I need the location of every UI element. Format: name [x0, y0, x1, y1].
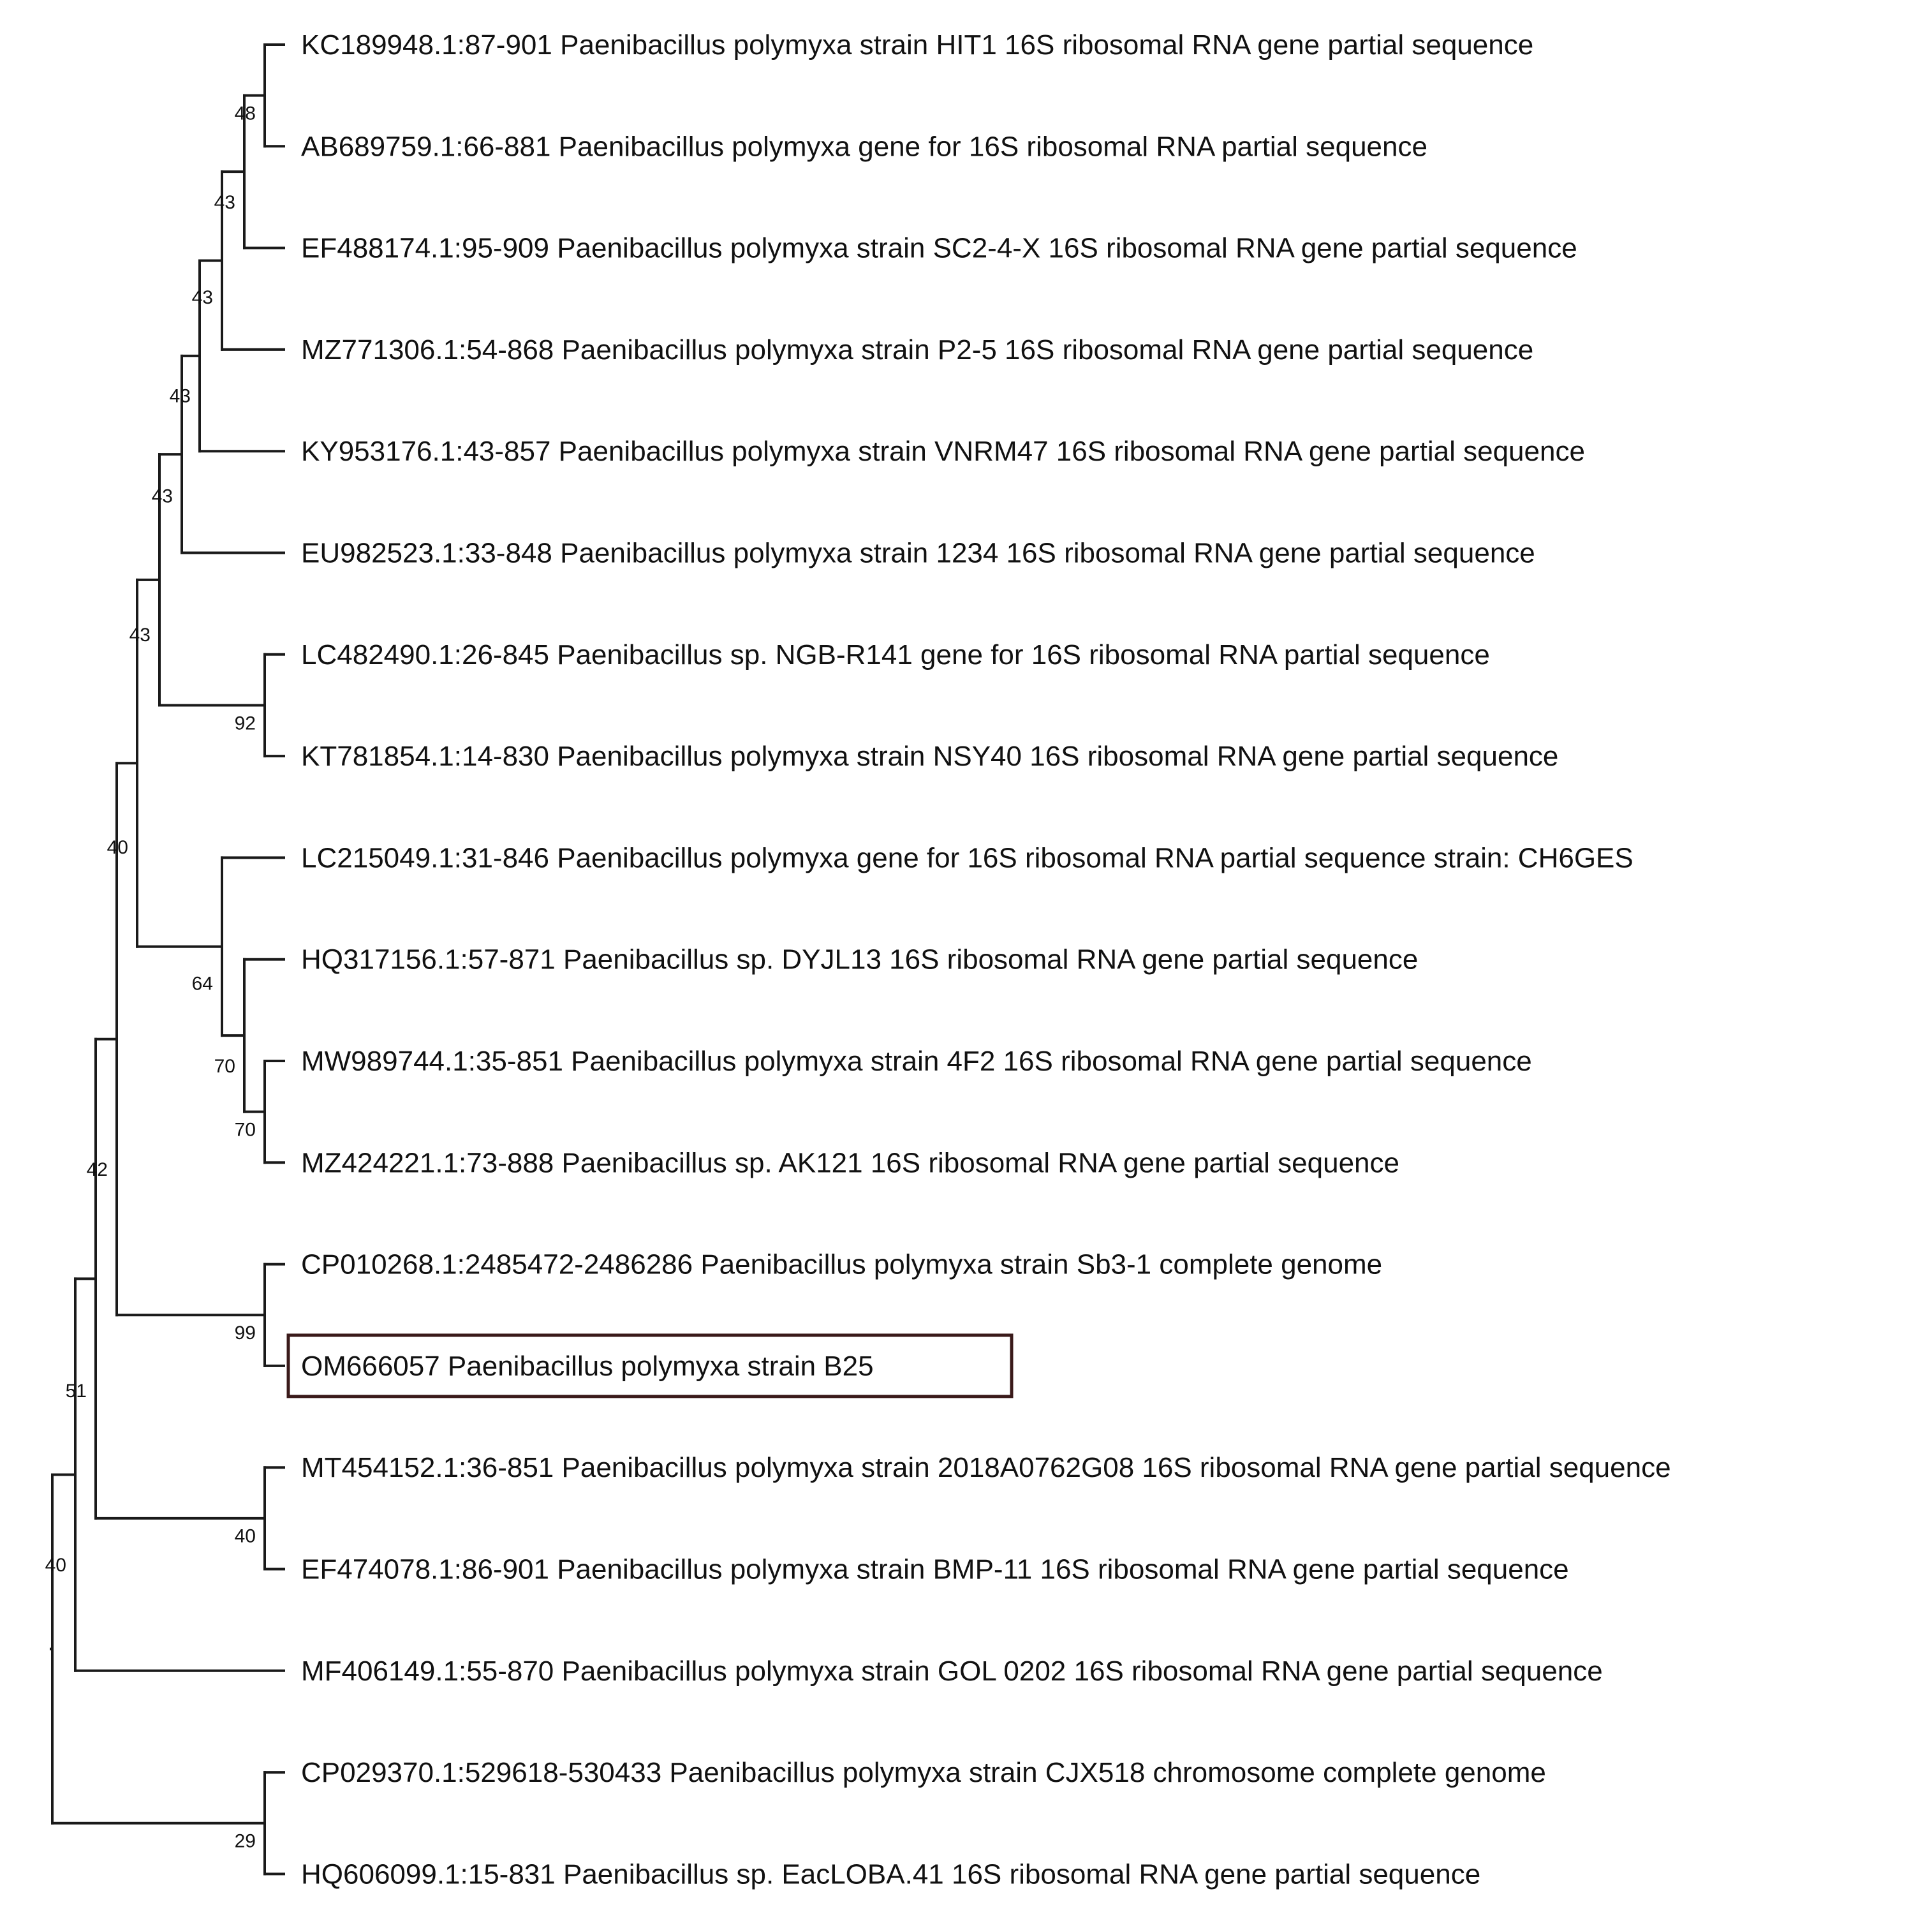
highlighted-taxon-label: OM666057 Paenibacillus polymyxa strain B…: [301, 1351, 874, 1382]
bootstrap-value: 40: [45, 1555, 66, 1576]
taxon-label: HQ317156.1:57-871 Paenibacillus sp. DYJL…: [301, 944, 1418, 975]
taxon-label: CP010268.1:2485472-2486286 Paenibacillus…: [301, 1249, 1382, 1280]
taxon-label: MT454152.1:36-851 Paenibacillus polymyxa…: [301, 1452, 1671, 1483]
bootstrap-value: 43: [129, 625, 151, 646]
bootstrap-value: 64: [192, 973, 213, 994]
bootstrap-value: 48: [235, 103, 256, 124]
taxon-label: HQ606099.1:15-831 Paenibacillus sp. EacL…: [301, 1858, 1480, 1890]
bootstrap-value: 43: [192, 287, 213, 308]
taxon-label: EF474078.1:86-901 Paenibacillus polymyxa…: [301, 1554, 1569, 1585]
bootstrap-value: 43: [152, 486, 173, 507]
bootstrap-value: 70: [235, 1119, 256, 1140]
taxon-label: KT781854.1:14-830 Paenibacillus polymyxa…: [301, 741, 1558, 772]
bootstrap-value: 51: [66, 1381, 87, 1402]
bootstrap-value: 43: [170, 386, 191, 407]
taxon-label: MZ424221.1:73-888 Paenibacillus sp. AK12…: [301, 1147, 1399, 1178]
taxon-label: MF406149.1:55-870 Paenibacillus polymyxa…: [301, 1656, 1603, 1687]
taxon-label: KY953176.1:43-857 Paenibacillus polymyxa…: [301, 436, 1585, 467]
bootstrap-value: 29: [235, 1831, 256, 1852]
bootstrap-values: 40 51 42 40 43 43 43 43 43 48 92 64 70 70 99 40 29: [45, 103, 256, 1851]
taxon-label: LC215049.1:31-846 Paenibacillus polymyxa…: [301, 842, 1633, 873]
bootstrap-value: 40: [235, 1526, 256, 1547]
bootstrap-value: 92: [235, 713, 256, 734]
taxon-label: MW989744.1:35-851 Paenibacillus polymyxa…: [301, 1046, 1532, 1077]
taxon-label: LC482490.1:26-845 Paenibacillus sp. NGB-…: [301, 639, 1490, 671]
taxon-label: KC189948.1:87-901 Paenibacillus polymyxa…: [301, 29, 1533, 61]
taxon-label: EU982523.1:33-848 Paenibacillus polymyxa…: [301, 538, 1535, 569]
tree-branches: [50, 43, 285, 1876]
taxon-labels: KC189948.1:87-901 Paenibacillus polymyxa…: [286, 29, 1671, 1890]
bootstrap-value: 40: [107, 837, 128, 858]
bootstrap-value: 43: [214, 192, 235, 213]
taxon-label: CP029370.1:529618-530433 Paenibacillus p…: [301, 1757, 1546, 1788]
bootstrap-value: 70: [214, 1056, 235, 1077]
taxon-label: AB689759.1:66-881 Paenibacillus polymyxa…: [301, 131, 1427, 162]
taxon-label: MZ771306.1:54-868 Paenibacillus polymyxa…: [301, 334, 1533, 366]
highlight-box: [286, 1333, 1014, 1398]
taxon-label: EF488174.1:95-909 Paenibacillus polymyxa…: [301, 233, 1577, 264]
bootstrap-value: 99: [235, 1323, 256, 1344]
bootstrap-value: 42: [87, 1159, 108, 1180]
